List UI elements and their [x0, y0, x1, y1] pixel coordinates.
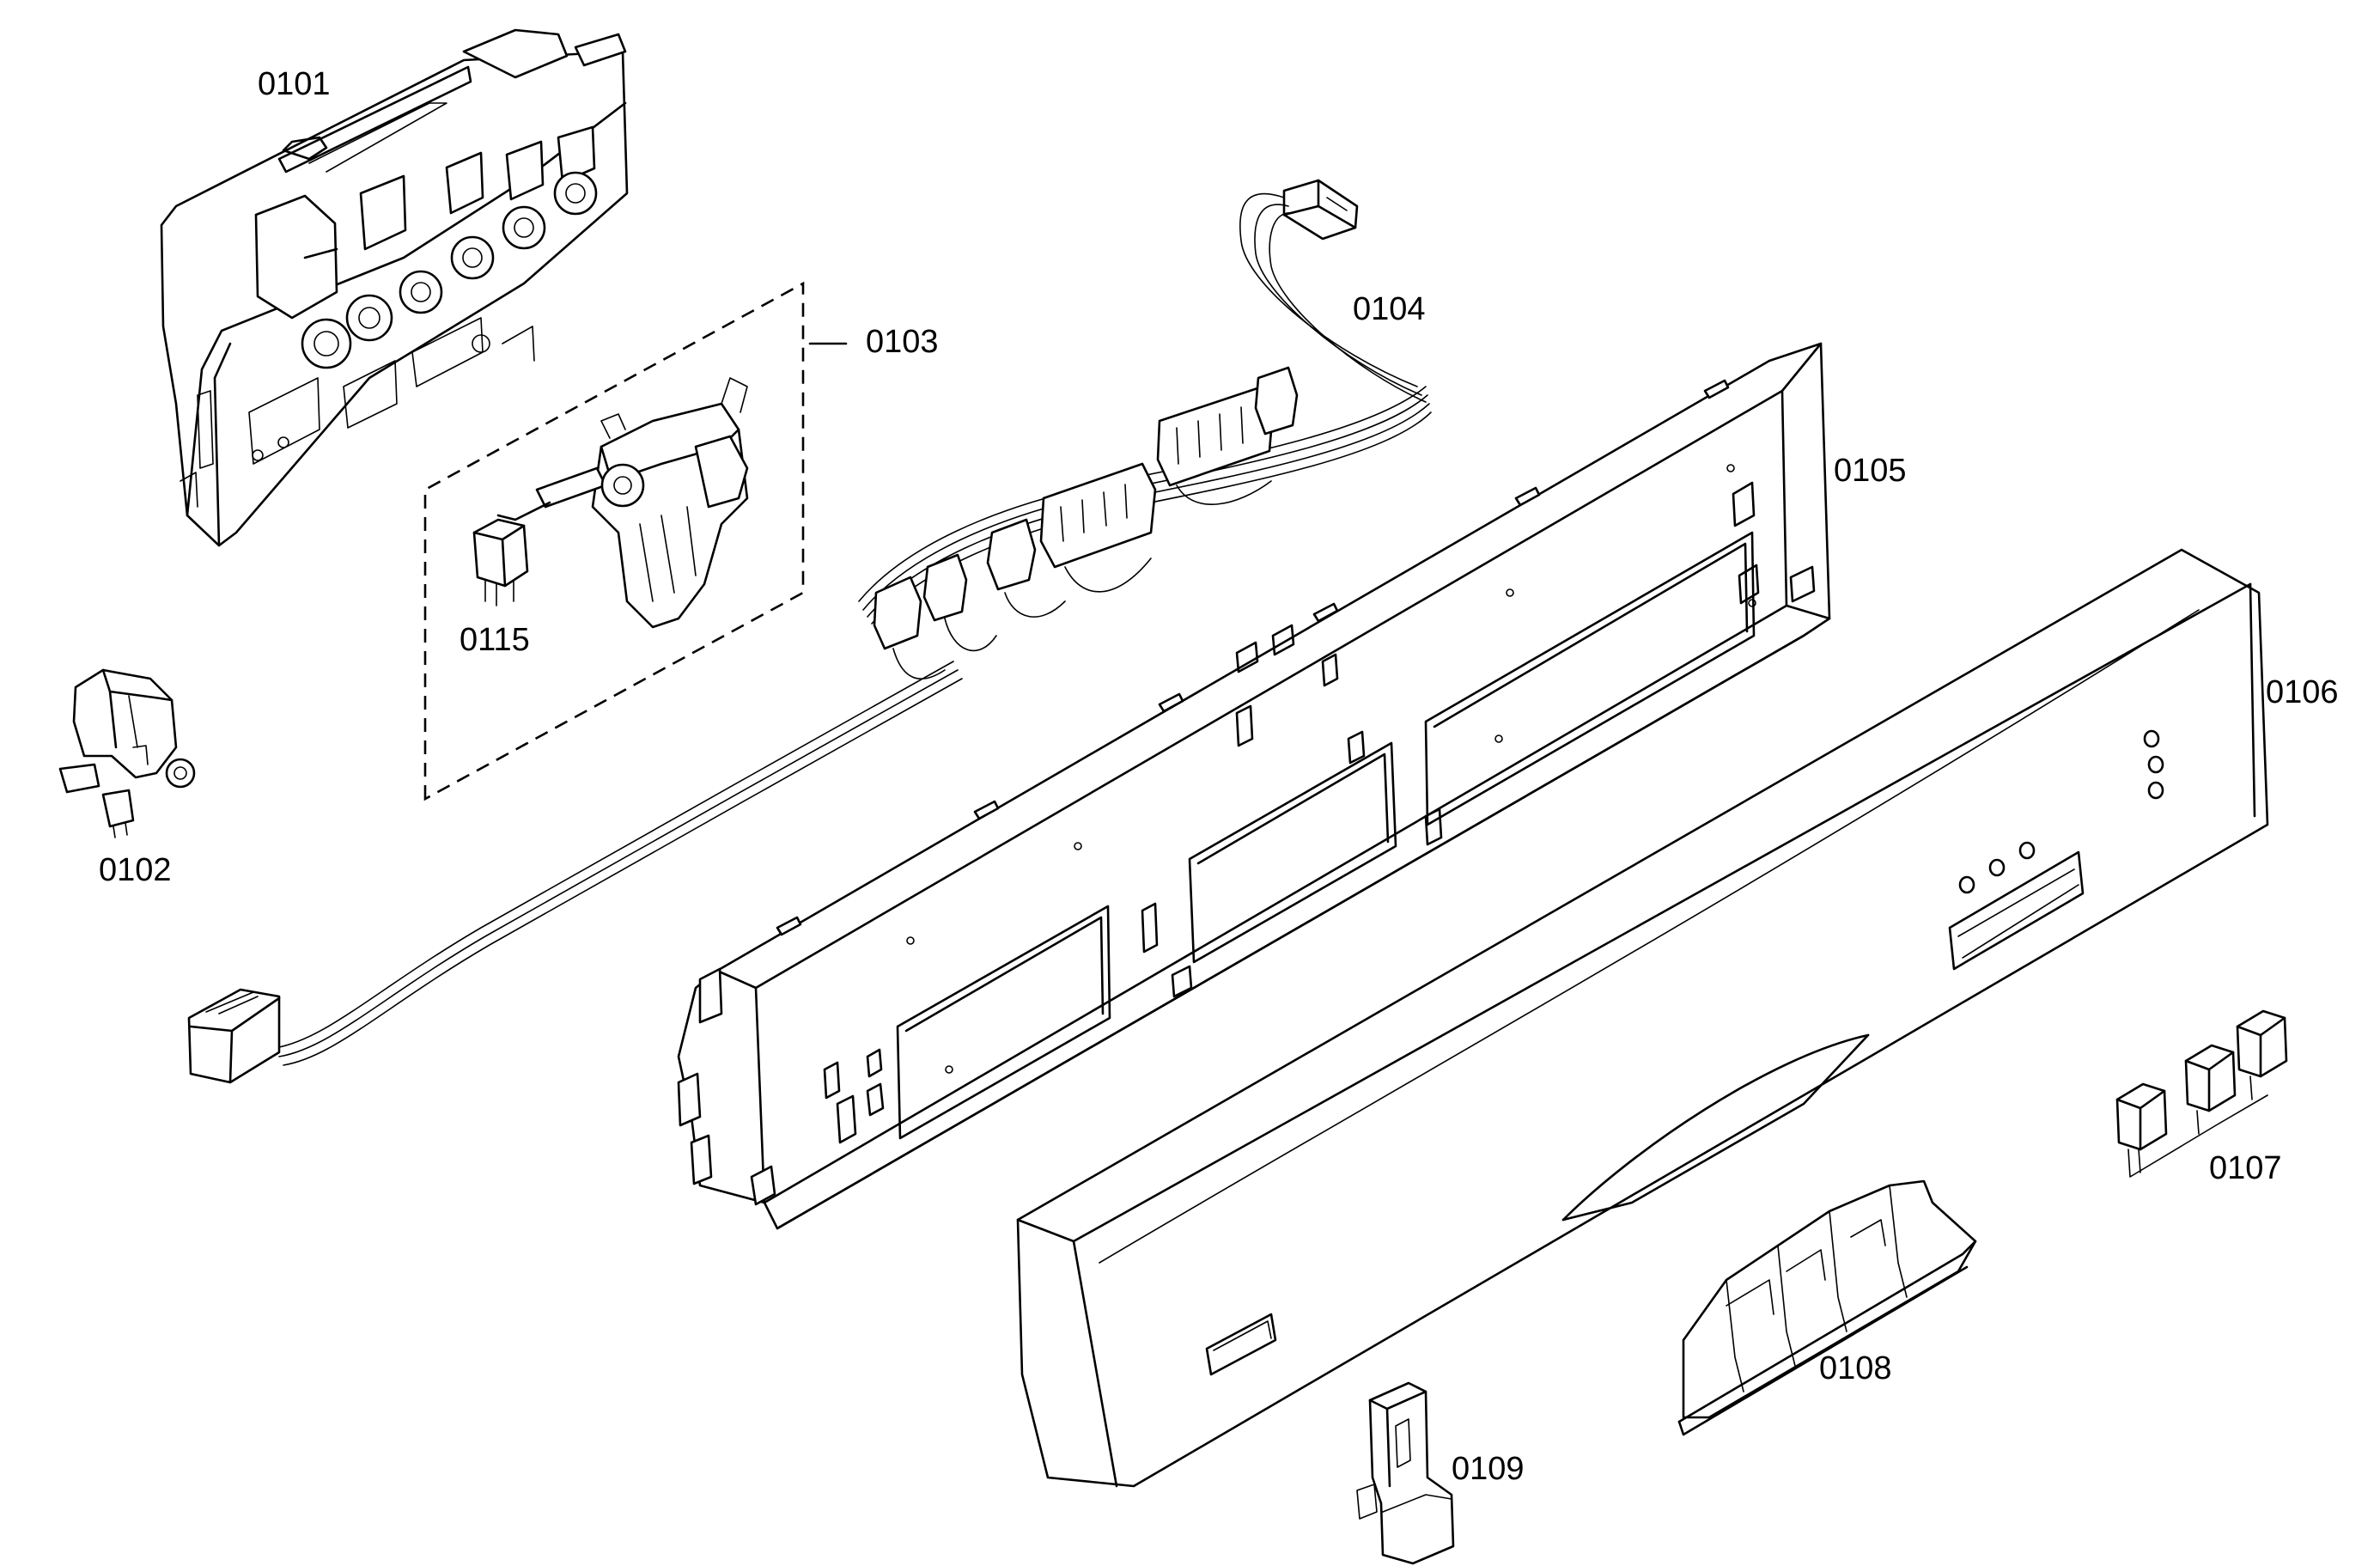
label-0103: 0103: [866, 324, 939, 360]
label-0106: 0106: [2266, 674, 2339, 710]
label-0105: 0105: [1834, 453, 1907, 489]
control-fascia-part[interactable]: [1016, 548, 2269, 1488]
control-module-part[interactable]: [160, 28, 629, 547]
door-switch-part[interactable]: [58, 668, 196, 838]
label-0107: 0107: [2209, 1150, 2282, 1186]
wire-harness-part[interactable]: [187, 179, 1432, 1084]
label-0108: 0108: [1819, 1350, 1892, 1386]
door-lock-kit-group[interactable]: [423, 281, 848, 801]
label-0102: 0102: [99, 852, 172, 888]
label-0115: 0115: [460, 622, 530, 658]
suppressor-part[interactable]: [472, 518, 529, 606]
door-handle-part[interactable]: [1677, 1179, 1977, 1436]
handle-latch-part[interactable]: [1356, 1381, 1455, 1565]
button-set-part[interactable]: [2115, 1009, 2288, 1178]
label-0104: 0104: [1353, 291, 1426, 327]
label-0101: 0101: [258, 66, 331, 102]
label-0109: 0109: [1452, 1451, 1525, 1487]
inner-panel-part[interactable]: [677, 342, 1831, 1230]
door-lock-part[interactable]: [496, 377, 749, 629]
